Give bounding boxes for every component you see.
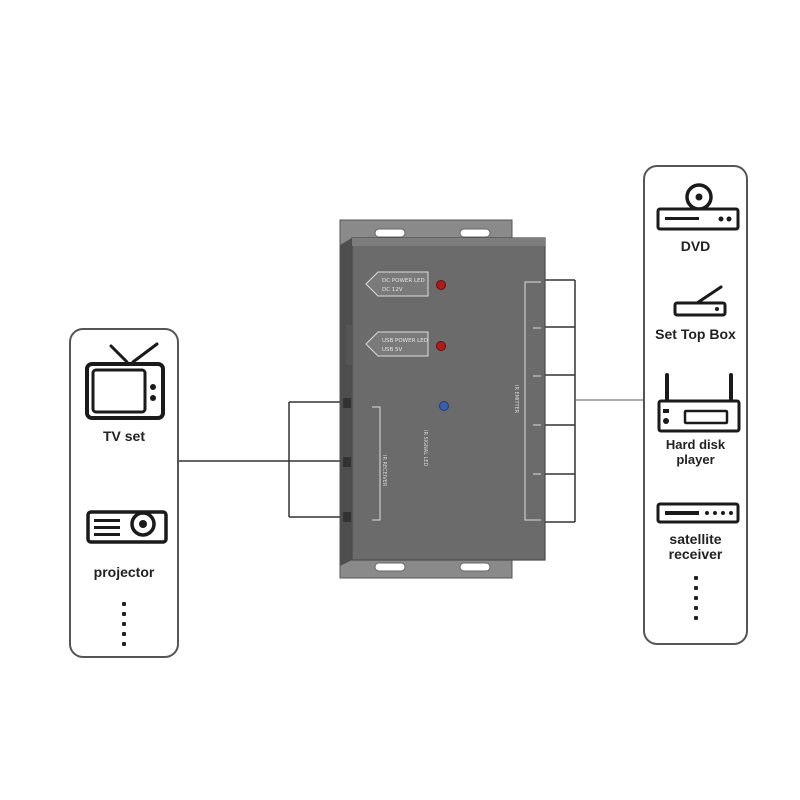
left-ir-bracket	[288, 401, 342, 518]
projector-label: projector	[93, 564, 155, 580]
set-top-box-icon	[673, 285, 727, 317]
ir-signal-led	[439, 401, 449, 411]
svg-text:IR EMITTER: IR EMITTER	[513, 385, 519, 414]
mount-slot-top-left	[374, 228, 406, 238]
satellite-receiver-icon	[656, 502, 740, 524]
svg-text:IR SIGNAL LED: IR SIGNAL LED	[422, 430, 428, 467]
satellite-receiver-label-line2: receiver	[668, 546, 723, 562]
usb-power-led	[436, 341, 446, 351]
tv-icon	[85, 342, 165, 420]
side-port-top	[346, 325, 352, 365]
hard-disk-player-icon	[657, 373, 741, 433]
mount-slot-top-right	[459, 228, 491, 238]
projector-icon	[86, 510, 168, 544]
side-port-3	[343, 512, 351, 522]
dvd-icon	[656, 183, 740, 231]
dc-power-tag	[365, 271, 429, 297]
side-port-1	[343, 398, 351, 408]
tv-set-label: TV set	[102, 428, 145, 444]
dc-power-led	[436, 280, 446, 290]
svg-text:DC 12V: DC 12V	[382, 287, 403, 293]
receiver-bracket-marks	[372, 406, 381, 521]
left-devices-panel: TV set projector	[69, 328, 179, 658]
right-emitter-bracket	[543, 279, 576, 523]
satellite-receiver-label-line1: satellite	[669, 531, 722, 547]
dvd-label: DVD	[680, 238, 711, 254]
svg-text:USB 5V: USB 5V	[382, 347, 403, 353]
side-port-2	[343, 457, 351, 467]
usb-power-tag	[365, 331, 429, 357]
hard-disk-player-label: Hard disk player	[665, 437, 726, 467]
svg-text:IR RECEIVER: IR RECEIVER	[381, 455, 387, 487]
svg-text:USB POWER LED: USB POWER LED	[382, 338, 428, 344]
svg-text:DC POWER LED: DC POWER LED	[382, 278, 425, 284]
mount-slot-bottom-right	[459, 562, 491, 572]
emitter-bracket-marks	[524, 281, 541, 521]
more-devices-ellipsis-left	[122, 602, 126, 652]
right-devices-panel: DVD Set Top Box Hard disk player satelli…	[643, 165, 748, 645]
more-devices-ellipsis-right	[693, 576, 698, 626]
set-top-box-label: Set Top Box	[655, 326, 736, 342]
mount-slot-bottom-left	[374, 562, 406, 572]
